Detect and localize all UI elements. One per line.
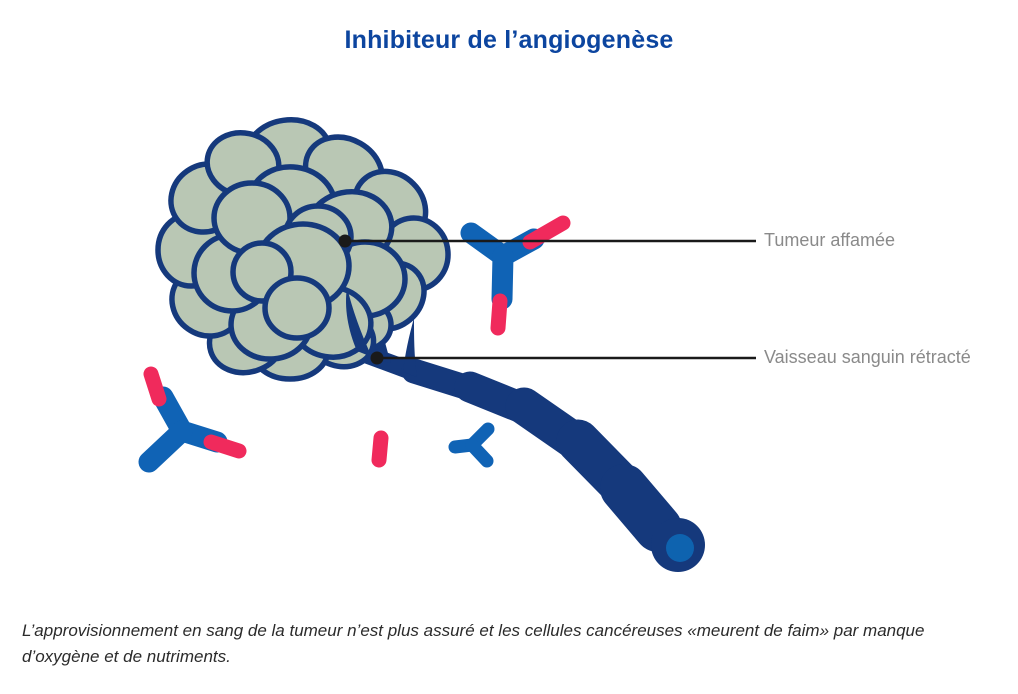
red-fragment [371, 430, 389, 468]
callout-tumor [338, 234, 756, 248]
tumor-cluster [155, 117, 451, 382]
antibody-small-blue [448, 422, 495, 468]
callout-dot-vessel [370, 351, 384, 365]
vessel-end-lumen [666, 534, 694, 562]
caption-text: L’approvisionnement en sang de la tumeur… [22, 621, 925, 667]
vessel-branch-thin [403, 318, 417, 377]
callout-vessel [370, 351, 756, 365]
callout-dot-tumor [338, 234, 352, 248]
label-vaisseau-sanguin-retracte: Vaisseau sanguin rétracté [764, 347, 971, 367]
vessel-branch-on-tumor [346, 287, 372, 357]
antibody-upper [460, 215, 571, 336]
label-tumeur-affamee: Tumeur affamée [764, 230, 896, 250]
page-title: Inhibiteur de l’angiogenèse [344, 26, 674, 54]
antibody-lower-left [138, 366, 247, 473]
